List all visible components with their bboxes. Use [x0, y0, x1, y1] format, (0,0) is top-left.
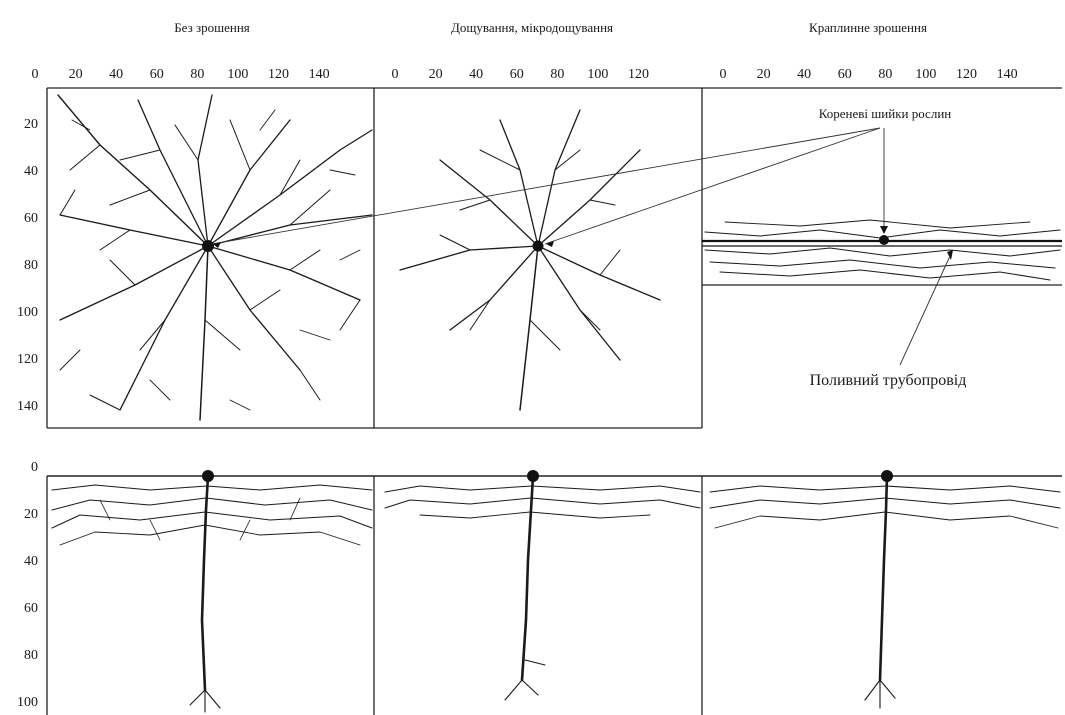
x-tick-label: 140	[309, 67, 330, 82]
top-y-tick-label: 20	[24, 117, 38, 132]
top-y-tick-label: 40	[24, 164, 38, 179]
x-tick-label: 40	[797, 67, 811, 82]
x-tick-label: 80	[550, 67, 564, 82]
x-tick-label: 120	[268, 67, 289, 82]
column-title-drip: Краплинне зрошення	[809, 20, 927, 35]
top-y-tick-label: 100	[17, 305, 38, 320]
top-y-tick-label: 60	[24, 211, 38, 226]
x-tick-label: 100	[915, 67, 936, 82]
annotations: Кореневі шийки рослин Поливний трубопров…	[212, 106, 966, 389]
irrigation-pipe-label: Поливний трубопровід	[810, 372, 967, 389]
column-title-no-irrigation: Без зрошення	[174, 20, 250, 35]
x-tick-label: 40	[109, 67, 123, 82]
x-tick-label: 80	[878, 67, 892, 82]
x-tick-label: 60	[838, 67, 852, 82]
bottom-y-tick-label: 20	[24, 507, 38, 522]
panel-frames	[47, 88, 1062, 715]
x-tick-label: 120	[628, 67, 649, 82]
x-tick-label: 0	[720, 67, 727, 82]
x-tick-label: 0	[392, 67, 399, 82]
side-view-roots-drip	[710, 470, 1060, 708]
bottom-y-tick-label: 60	[24, 601, 38, 616]
side-view-roots-no-irrigation	[52, 470, 372, 712]
side-view-roots-sprinkling	[385, 470, 700, 700]
top-y-tick-label: 80	[24, 258, 38, 273]
bottom-y-tick-label: 100	[17, 695, 38, 710]
x-tick-label: 60	[510, 67, 524, 82]
x-tick-label: 60	[150, 67, 164, 82]
top-y-tick-label: 140	[17, 399, 38, 414]
x-tick-label: 0	[32, 67, 39, 82]
bottom-y-tick-label: 0	[31, 460, 38, 475]
top-y-tick-label: 120	[17, 352, 38, 367]
x-tick-label: 140	[997, 67, 1018, 82]
top-view-roots-sprinkling	[400, 110, 660, 410]
column-title-sprinkling: Дощування, мікродощування	[451, 20, 613, 35]
x-tick-label: 20	[69, 67, 83, 82]
x-tick-label: 120	[956, 67, 977, 82]
y-axis-ticks: 20 40 60 80 100 120 140 0 20 40 60 80 100	[17, 117, 38, 710]
x-tick-label: 20	[757, 67, 771, 82]
x-tick-label: 80	[190, 67, 204, 82]
bottom-y-tick-label: 40	[24, 554, 38, 569]
x-tick-label: 20	[429, 67, 443, 82]
x-axis-ticks: 0 20 40 60 80 100 120 140 0 20 40 60 80 100 120 0 20 40 60…	[32, 67, 1018, 82]
bottom-y-tick-label: 80	[24, 648, 38, 663]
root-collar-label: Кореневі шийки рослин	[819, 106, 952, 121]
x-tick-label: 100	[227, 67, 248, 82]
x-tick-label: 40	[469, 67, 483, 82]
x-tick-label: 100	[587, 67, 608, 82]
top-view-roots-no-irrigation	[58, 95, 372, 420]
